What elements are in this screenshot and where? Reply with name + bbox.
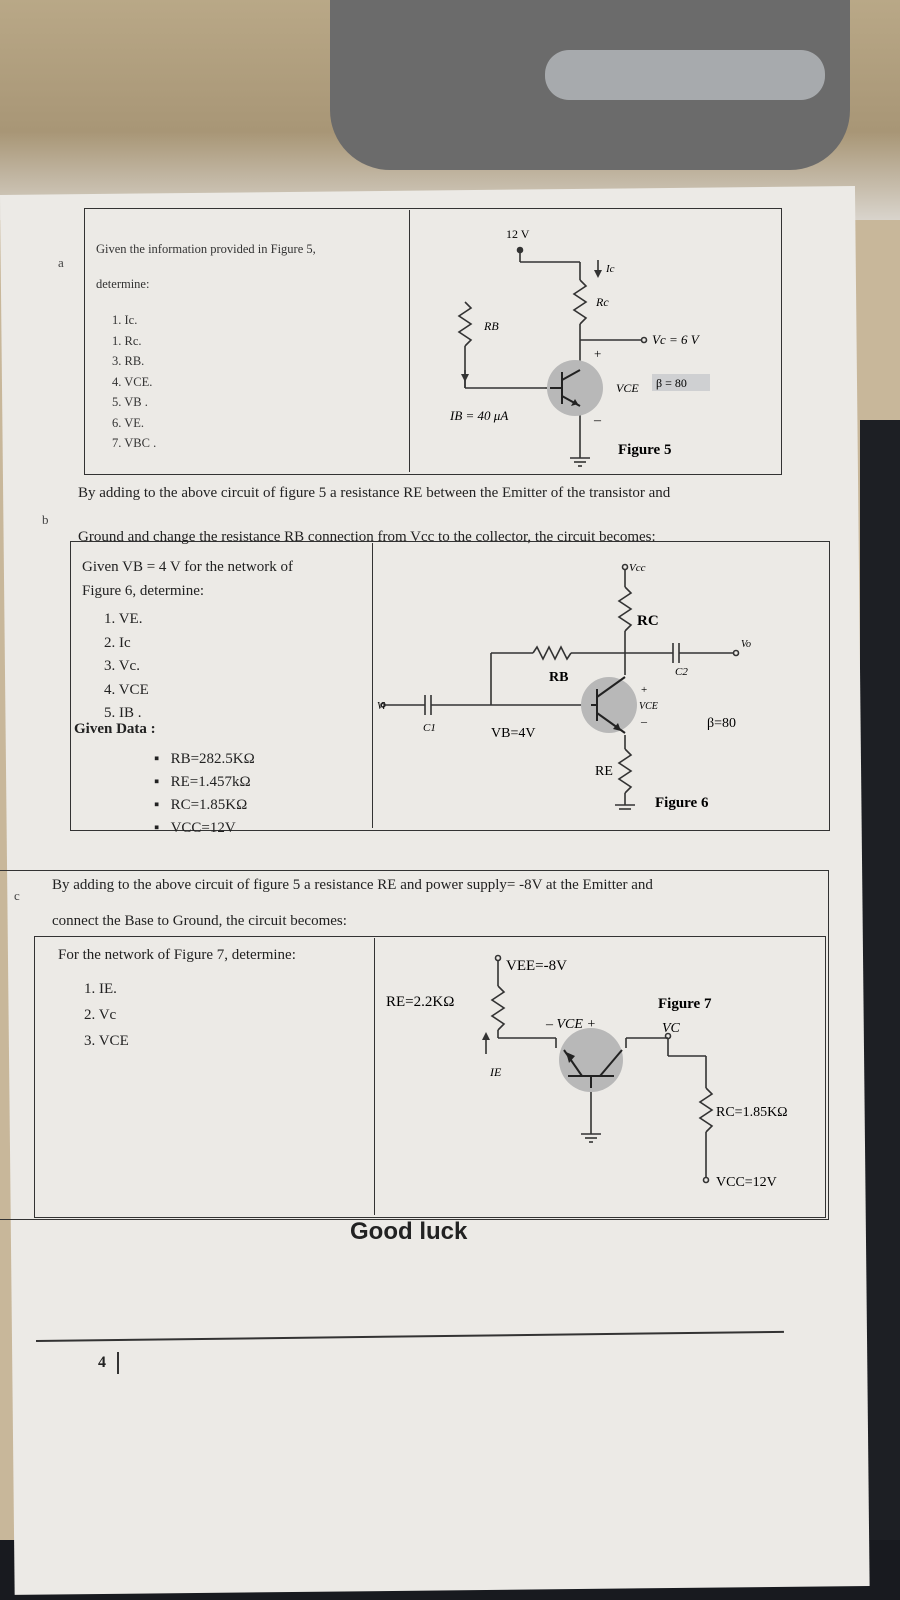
given-data-list: ▪ RB=282.5KΩ ▪ RE=1.457kΩ ▪ RC=1.85KΩ ▪ … bbox=[154, 748, 255, 840]
section-c-label: c bbox=[14, 888, 20, 903]
vee-label: VEE=-8V bbox=[506, 958, 567, 974]
given-data-title: Given Data : bbox=[74, 721, 156, 737]
given-data-item: ▪ RE=1.457kΩ bbox=[154, 774, 251, 790]
vi-label: Vi bbox=[377, 701, 385, 712]
section-c-intro-2: connect the Base to Ground, the circuit … bbox=[52, 913, 347, 929]
figure-7-caption: Figure 7 bbox=[658, 996, 712, 1012]
question-item: 3. VCE bbox=[84, 1033, 129, 1049]
question-item: 5. IB . bbox=[104, 705, 142, 721]
question-item: 2. Vc bbox=[84, 1007, 117, 1023]
figure-6-circuit: Vcc RC C2 Vo RB Vi C1 VB=4V + VCE – β=80… bbox=[377, 562, 751, 811]
good-luck-text: Good luck bbox=[350, 1218, 468, 1245]
figure-5-circuit: 12 V Ic Rc RB Vc = 6 V + VCE β = 80 – IB… bbox=[449, 227, 710, 467]
question-item: 6. VE. bbox=[112, 415, 145, 430]
question-item: 3. RB. bbox=[112, 354, 145, 368]
supply-label: 12 V bbox=[506, 227, 530, 241]
section-b-frame bbox=[70, 541, 830, 831]
section-b-question-list: 1. VE. 2. Ic 3. Vc. 4. VCE 5. IB . bbox=[104, 608, 149, 726]
section-a-label: a bbox=[58, 255, 64, 270]
vc-label: VC bbox=[662, 1021, 681, 1036]
question-item: 1. Rc. bbox=[112, 333, 142, 348]
c2-label: C2 bbox=[675, 666, 688, 678]
footer-rule bbox=[36, 1330, 784, 1342]
question-item: 4. VCE bbox=[104, 681, 149, 698]
page-number-divider bbox=[117, 1352, 119, 1374]
minus-sign: – bbox=[593, 413, 602, 428]
section-a-question-list: 1. Ic. 1. Rc. 3. RB. 4. VCE. 5. VB . 6. … bbox=[112, 310, 156, 454]
re-label: RE bbox=[595, 764, 613, 779]
given-data-item: ▪ RB=282.5KΩ bbox=[154, 751, 255, 767]
section-c-question-list: 1. IE. 2. Vc 3. VCE bbox=[84, 976, 129, 1054]
question-item: 3. Vc. bbox=[104, 658, 140, 674]
section-b-given-1: Given VB = 4 V for the network of bbox=[82, 559, 293, 575]
ie-label: IE bbox=[489, 1065, 502, 1079]
beta-highlight bbox=[652, 374, 710, 391]
section-b-divider bbox=[372, 543, 373, 828]
section-b-label: b bbox=[42, 512, 49, 527]
plus-sign: + bbox=[594, 346, 601, 361]
section-a-divider bbox=[409, 210, 410, 472]
transistor-body bbox=[581, 677, 637, 733]
figure-7-circuit: VEE=-8V RE=2.2KΩ IE – VCE + Figure 7 VC … bbox=[386, 954, 788, 1190]
section-c-intro-1: By adding to the above circuit of figure… bbox=[52, 877, 653, 893]
page-number: 4 bbox=[98, 1354, 106, 1371]
vce-label: VCE bbox=[639, 701, 658, 712]
section-a-intro-2: determine: bbox=[96, 277, 150, 291]
given-data-item: ▪ RC=1.85KΩ bbox=[154, 797, 248, 813]
given-data-item: ▪ VCC=12V bbox=[154, 820, 236, 836]
question-item: 1. IE. bbox=[84, 981, 117, 997]
section-a-frame bbox=[84, 208, 782, 475]
question-item: 5. VB . bbox=[112, 395, 148, 409]
question-item: 2. Ic bbox=[104, 634, 131, 651]
question-item: 4. VCE. bbox=[112, 374, 153, 389]
section-b-given-2: Figure 6, determine: bbox=[82, 583, 205, 599]
vce-label: – VCE + bbox=[545, 1017, 596, 1032]
section-c-outer-frame bbox=[0, 870, 829, 1220]
minus-sign: – bbox=[640, 714, 648, 728]
vc-label: Vc = 6 V bbox=[652, 332, 701, 347]
question-item: 1. VE. bbox=[104, 611, 143, 627]
ib-label: IB = 40 μA bbox=[449, 408, 508, 423]
vb-label: VB=4V bbox=[491, 726, 535, 741]
question-item: 7. VBC . bbox=[112, 436, 157, 450]
rc-label: RC=1.85KΩ bbox=[716, 1105, 788, 1120]
rc-label: RC bbox=[637, 613, 659, 629]
rb-label: RB bbox=[549, 670, 568, 685]
c1-label: C1 bbox=[423, 722, 436, 734]
beta-label: β=80 bbox=[707, 716, 736, 731]
section-b-intro-1: By adding to the above circuit of figure… bbox=[78, 485, 671, 501]
rc-label: Rc bbox=[595, 295, 609, 309]
section-a-intro-1: Given the information provided in Figure… bbox=[96, 242, 316, 256]
plus-sign: + bbox=[641, 684, 647, 696]
section-c-given-1: For the network of Figure 7, determine: bbox=[58, 947, 296, 963]
re-label: RE=2.2KΩ bbox=[386, 994, 454, 1010]
ic-label: Ic bbox=[605, 263, 615, 275]
rb-label: RB bbox=[483, 319, 499, 333]
figure-6-caption: Figure 6 bbox=[655, 795, 709, 811]
section-c-divider bbox=[374, 938, 375, 1215]
question-item: 1. Ic. bbox=[112, 313, 138, 327]
vcc-label: VCC=12V bbox=[716, 1175, 777, 1190]
background-chair-highlight bbox=[545, 50, 825, 100]
vo-label: Vo bbox=[741, 639, 751, 650]
figure-5-caption: Figure 5 bbox=[618, 442, 671, 458]
section-c-frame bbox=[34, 936, 826, 1218]
vcc-label: Vcc bbox=[629, 562, 646, 574]
vce-label: VCE bbox=[616, 381, 639, 395]
beta-label: β = 80 bbox=[656, 376, 687, 390]
